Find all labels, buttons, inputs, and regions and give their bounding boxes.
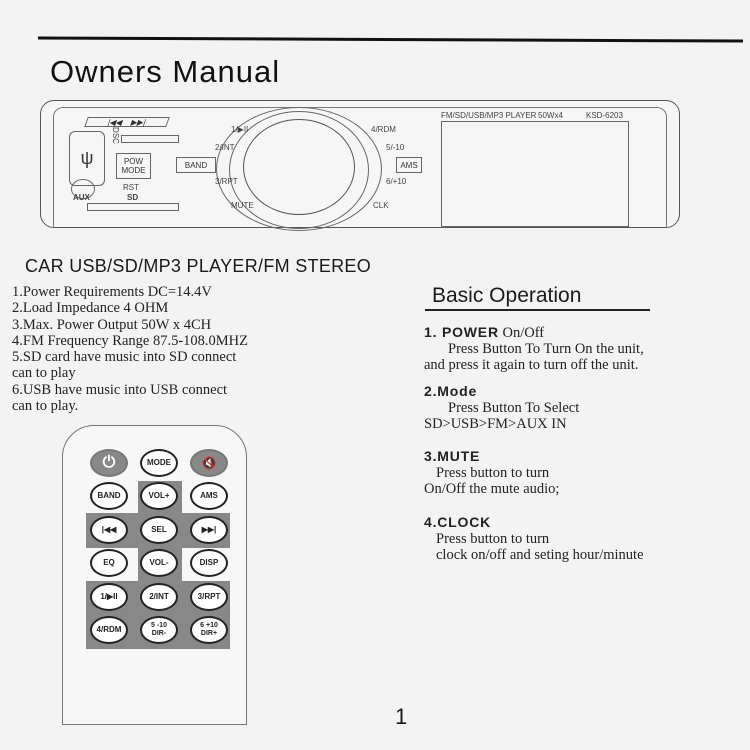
key-4-button: 4/RDM: [90, 616, 128, 644]
sd-label: SD: [127, 193, 139, 202]
prev-icon: |◀◀: [106, 117, 125, 127]
vol-down-button: VOL-: [140, 549, 178, 577]
dsc-label: DSC: [110, 127, 120, 144]
page-title: Owners Manual: [50, 54, 281, 89]
model-line: FM/SD/USB/MP3 PLAYER: [441, 111, 537, 120]
prev-icon: |◀◀: [90, 516, 128, 544]
spec-item: 4.FM Frequency Range 87.5-108.0MHZ: [12, 332, 249, 349]
mode-button: MODE: [140, 449, 178, 477]
display-window: [441, 121, 629, 227]
next-icon: ▶▶|: [190, 516, 228, 544]
spec-item: 3.Max. Power Output 50W x 4CH: [12, 316, 212, 333]
spec-item: 2.Load Impedance 4 OHM: [12, 300, 169, 317]
aux-label: AUX: [73, 193, 90, 202]
disp-button: DISP: [190, 549, 228, 577]
op-power: 1. POWER On/Off Press Button To Turn On …: [424, 324, 644, 373]
key-6-button: 6 +10 DIR+: [190, 616, 228, 644]
pow-mode-button: POW MODE: [116, 153, 151, 179]
basic-operation-heading: Basic Operation: [432, 284, 582, 307]
key-1: 1/▶II: [231, 125, 249, 134]
product-subtitle: CAR USB/SD/MP3 PLAYER/FM STEREO: [25, 256, 372, 276]
key-5-button: 5 -10 DIR-: [140, 616, 178, 644]
key-6: 6/+10: [386, 177, 407, 186]
power-icon: ⏻: [90, 449, 128, 477]
spec-item: can to play: [12, 365, 76, 382]
heading-rule: [425, 309, 650, 311]
power-rating: 50Wx4: [538, 111, 563, 120]
device-front-panel-diagram: |◀◀ ▶▶| DSC ψ POW MODE RST AUX SD BAND A…: [40, 100, 680, 231]
key-2: 2/INT: [215, 143, 235, 152]
spec-item: can to play.: [12, 398, 79, 415]
vol-up-button: VOL+: [140, 482, 178, 510]
op-clock: 4.CLOCK Press button to turn clock on/of…: [424, 514, 644, 563]
spec-item: 1.Power Requirements DC=14.4V: [12, 284, 212, 300]
key-1-button: 1/▶II: [90, 583, 128, 611]
ams-button: AMS: [190, 482, 228, 510]
spec-list: 1.Power Requirements DC=14.4V 2.Load Imp…: [12, 284, 248, 414]
op-mode: 2.Mode Press Button To Select SD>USB>FM>…: [424, 383, 580, 432]
clk-key: CLK: [373, 201, 389, 210]
key-2-button: 2/INT: [140, 583, 178, 611]
eq-button: EQ: [90, 549, 128, 577]
rst-label: RST: [123, 183, 139, 192]
spec-item: 5.SD card have music into SD connect: [12, 349, 237, 366]
band-button: BAND: [176, 157, 216, 173]
key-3: 3/RPT: [215, 177, 238, 186]
spec-item: 6.USB have music into USB connect: [12, 381, 228, 398]
ams-button: AMS: [396, 157, 422, 173]
top-rule: [37, 36, 744, 43]
mute-icon: 🔇: [190, 449, 228, 477]
op-mute: 3.MUTE Press button to turn On/Off the m…: [424, 448, 560, 497]
page-number: 1: [395, 704, 408, 729]
mute-key: MUTE: [231, 201, 254, 210]
next-icon: ▶▶|: [129, 117, 148, 127]
remote-control-diagram: ⏻ MODE 🔇 BAND VOL+ AMS |◀◀ SEL ▶▶| EQ VO…: [62, 425, 247, 725]
key-3-button: 3/RPT: [190, 583, 228, 611]
key-4: 4/RDM: [371, 125, 396, 134]
usb-icon: ψ: [69, 131, 105, 186]
band-button: BAND: [90, 482, 128, 510]
sel-button: SEL: [140, 516, 178, 544]
model-number: KSD-6203: [586, 111, 623, 120]
key-5: 5/-10: [386, 143, 405, 152]
